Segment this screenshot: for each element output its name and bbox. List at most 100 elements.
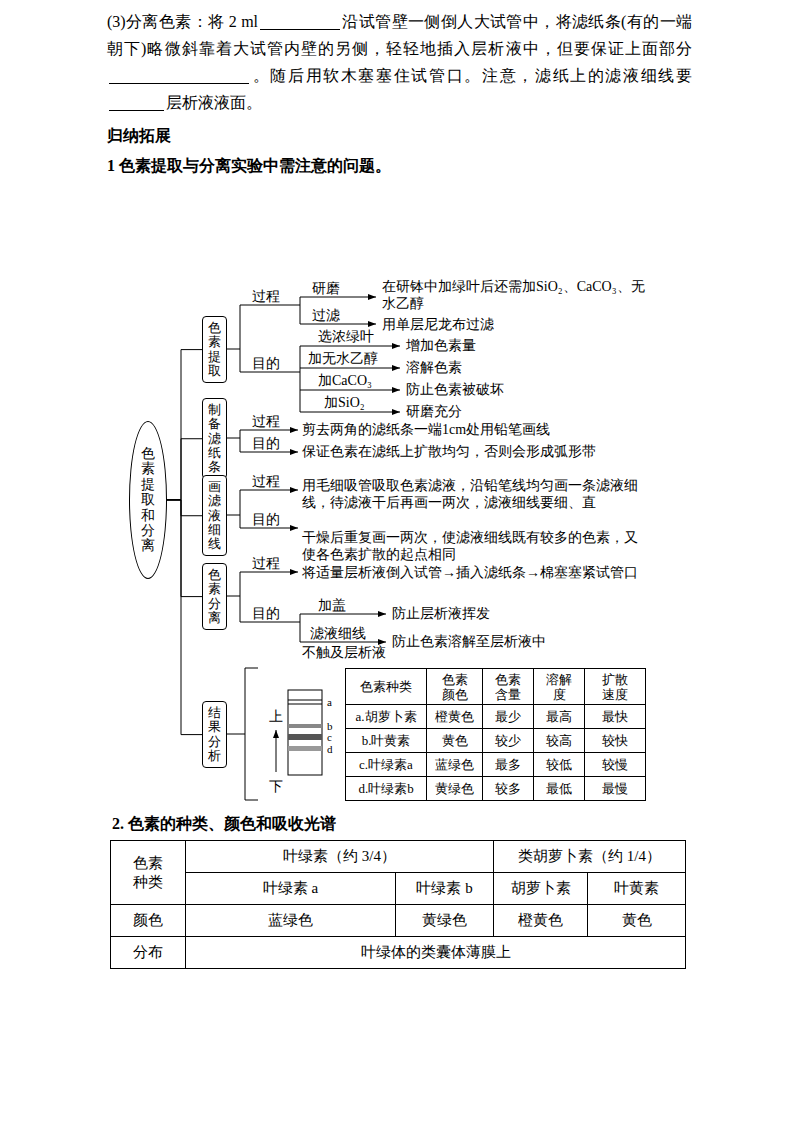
step-note: 用单层尼龙布过滤 — [382, 316, 494, 333]
step-label: 滤液细线 — [310, 625, 366, 642]
result-table: 色素种类 色素颜色 色素含量溶解度 扩散速度 a.胡萝卜素 橙黄色 最少 最高 最快 b.叶黄… — [345, 668, 646, 801]
table-cell: 胡萝卜素 — [511, 880, 571, 896]
table-cell: 色素种类 — [360, 679, 412, 694]
band-label: b — [327, 720, 333, 732]
node-text: 制备滤纸条 — [208, 403, 221, 474]
branch-label: 过程 — [252, 473, 280, 490]
tree-connector — [167, 500, 202, 597]
table-cell: 色素含量 — [495, 672, 521, 702]
step-note: 保证色素在滤纸上扩散均匀，否则会形成弧形带 — [302, 443, 647, 460]
step-note: 防止层析液挥发 — [392, 605, 490, 622]
table-cell: 色素颜色 — [442, 672, 468, 702]
table-cell: 橙黄色 — [518, 912, 563, 928]
table-cell: b.叶黄素 — [362, 733, 411, 748]
tree-connector — [167, 500, 202, 516]
table-cell: 溶解度 — [546, 672, 572, 702]
step-note: 用毛细吸管吸取色素滤液，沿铅笔线均匀画一条滤液细线，待滤液干后再画一两次，滤液细… — [302, 477, 647, 511]
table-cell: 黄绿色 — [422, 912, 467, 928]
section-heading: 2. 色素的种类、颜色和吸收光谱 — [112, 814, 336, 834]
step-label: 加盖 — [318, 597, 346, 614]
table-cell: 最少 — [495, 709, 521, 724]
step-note: 增加色素量 — [406, 337, 476, 354]
table-cell: 较慢 — [602, 757, 628, 772]
node-text: 结果分析 — [208, 706, 221, 763]
table-cell: 叶绿素 b — [416, 880, 472, 896]
step-note: 研磨充分 — [406, 403, 462, 420]
table-cell: 较快 — [602, 733, 628, 748]
step-label: 过滤 — [312, 307, 340, 324]
table-cell: 黄色 — [622, 912, 652, 928]
node-text: 画滤液细线 — [208, 480, 221, 551]
paragraph: (3)分离色素：将 2 ml沿试管壁一侧倒人大试管中，将滤纸条(有的一端朝下)略… — [107, 8, 692, 116]
table-cell: 蓝绿色 — [268, 912, 313, 928]
step-note: 剪去两角的滤纸条一端1cm处用铅笔画线 — [302, 421, 647, 438]
paragraph-text: 。随后用软木塞塞住试管口。注意，滤纸上的滤液细线要 — [251, 67, 692, 84]
table-cell: 分布 — [133, 944, 163, 960]
table-cell: 较低 — [546, 757, 572, 772]
root-oval: 色素提取和分离 — [129, 421, 167, 579]
table-cell: 扩散速度 — [602, 672, 628, 702]
branch-label: 目的 — [252, 605, 280, 622]
pigment-table: 色素种类 叶绿素（约 3/4） 类胡萝卜素（约 1/4） 叶绿素 a 叶绿素 b 胡萝卜… — [110, 840, 686, 969]
table-cell: 最慢 — [602, 781, 628, 796]
table-cell: 蓝绿色 — [435, 757, 474, 772]
step-label: 不触及层析液 — [302, 644, 386, 661]
paragraph-text: 层析液液面。 — [166, 94, 262, 111]
table-cell: a.胡萝卜素 — [355, 709, 416, 724]
step-note: 将适量层析液倒入试管→插入滤纸条→棉塞塞紧试管口 — [302, 564, 647, 581]
table-cell: 最多 — [495, 757, 521, 772]
branch-label: 目的 — [252, 511, 280, 528]
step-label: 加CaCO₃ — [318, 372, 372, 389]
table-cell: 叶绿素（约 3/4） — [283, 848, 396, 864]
branch-box: 色素提取 — [202, 316, 227, 383]
step-label: 加无水乙醇 — [308, 350, 378, 367]
section-heading: 1 色素提取与分离实验中需注意的问题。 — [107, 156, 391, 176]
table-cell: 最快 — [602, 709, 628, 724]
tree-connector — [167, 350, 202, 500]
paragraph-text: (3)分离色素：将 2 ml — [107, 13, 258, 30]
section-heading: 归纳拓展 — [107, 126, 171, 146]
band-label: a — [327, 696, 332, 708]
table-cell: 叶绿体的类囊体薄膜上 — [361, 944, 511, 960]
branch-label: 过程 — [252, 413, 280, 430]
step-label: 研磨 — [312, 280, 340, 297]
table-cell: 黄色 — [442, 733, 468, 748]
table-cell: 较少 — [495, 733, 521, 748]
table-cell: 叶黄素 — [614, 880, 659, 896]
step-note: 溶解色素 — [406, 359, 462, 376]
band-label: c — [327, 731, 332, 743]
table-cell: 色素种类 — [133, 854, 163, 892]
node-text: 色素分离 — [208, 568, 221, 625]
branch-label: 目的 — [252, 435, 280, 452]
direction-label: 下 — [269, 778, 283, 795]
table-cell: 较高 — [546, 733, 572, 748]
table-cell: 最高 — [546, 709, 572, 724]
direction-label: 上 — [269, 708, 283, 725]
branch-box: 结果分析 — [202, 701, 227, 768]
node-text: 色素提取和分离 — [141, 446, 155, 554]
table-cell: 较多 — [495, 781, 521, 796]
table-cell: 橙黄色 — [435, 709, 474, 724]
branch-box: 画滤液细线 — [202, 475, 227, 556]
branch-box: 色素分离 — [202, 563, 227, 630]
step-note: 防止色素被破坏 — [406, 381, 504, 398]
fill-blank — [260, 13, 340, 30]
fill-blank — [109, 94, 164, 111]
table-cell: c.叶绿素a — [359, 757, 413, 772]
step-label: 选浓绿叶 — [318, 328, 374, 345]
fill-blank — [109, 67, 249, 84]
step-note: 防止色素溶解至层析液中 — [392, 633, 546, 650]
step-note: 在研钵中加绿叶后还需加SiO₂、CaCO₃、无水乙醇 — [382, 278, 652, 312]
table-cell: 类胡萝卜素（约 1/4） — [518, 848, 661, 864]
table-cell: 黄绿色 — [435, 781, 474, 796]
table-cell: 叶绿素 a — [263, 880, 318, 896]
branch-label: 过程 — [252, 288, 280, 305]
table-cell: d.叶绿素b — [358, 781, 413, 796]
table-cell: 最低 — [546, 781, 572, 796]
step-note: 干燥后重复画一两次，使滤液细线既有较多的色素，又使各色素扩散的起点相同 — [302, 529, 647, 563]
band-label: d — [327, 743, 333, 755]
tree-connector — [167, 439, 202, 500]
branch-box: 制备滤纸条 — [202, 398, 227, 479]
branch-label: 目的 — [252, 355, 280, 372]
